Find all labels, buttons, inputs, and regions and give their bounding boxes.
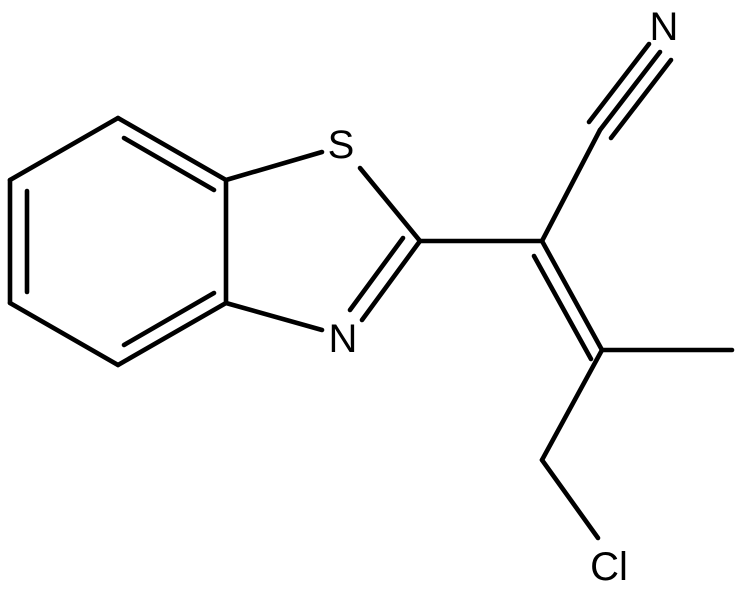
bond-benzene-6: [7, 115, 121, 183]
bond-ch2-cl: [539, 457, 601, 541]
bond-benzene-1: [115, 115, 229, 183]
bond-benzene-4: [7, 300, 121, 368]
nitrile-nitrogen-atom-label: N: [650, 5, 679, 49]
bond-c2-n-inner: [347, 235, 406, 313]
bond-benzene-1-inner: [121, 135, 217, 193]
bond-cbeta-ch2: [539, 347, 605, 463]
bond-s-c2: [357, 165, 423, 244]
triple-bond-center: [597, 49, 663, 133]
benzene-ring: [7, 115, 229, 368]
bond-calpha-cbeta-inner: [531, 253, 594, 362]
bond-benzene-3-inner: [121, 290, 217, 348]
triple-bond-left: [586, 41, 652, 125]
bond-c7a-s: [223, 149, 325, 183]
sulfur-atom-label: S: [328, 123, 355, 167]
chlorine-atom-label: Cl: [590, 545, 628, 589]
bond-calpha-cnitrile: [539, 127, 603, 244]
thiazole-ring: [223, 149, 423, 333]
triple-bond-right: [608, 57, 674, 141]
thiazole-nitrogen-atom-label: N: [329, 317, 358, 361]
bond-benzene-3: [115, 300, 229, 368]
bond-c2-n: [359, 238, 423, 323]
bond-calpha-cbeta: [539, 238, 605, 353]
bond-n-c3a: [223, 300, 325, 333]
side-chain: [417, 41, 735, 541]
